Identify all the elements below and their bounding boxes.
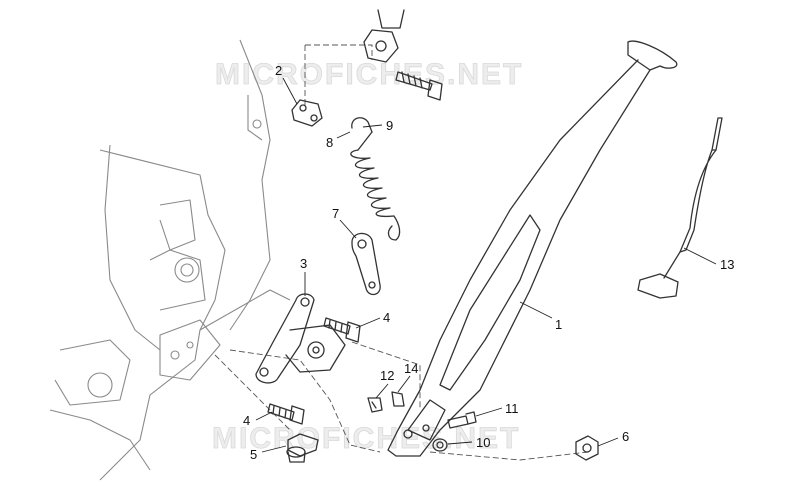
upper-rod-and-bolt: [363, 9, 443, 101]
part-4-bolt-upper: [323, 317, 361, 343]
callouts: 2 9 8 7 3 4 1 13 4 5 12 14 11 10 6: [243, 63, 734, 462]
part-10-washer: [432, 438, 448, 452]
frame-outline: [49, 39, 291, 481]
part-1-side-stand: [387, 40, 678, 457]
watermark-top: MICROFICHES.NET: [215, 58, 523, 91]
callout-11: 11: [505, 401, 519, 416]
callout-9: 9: [386, 118, 393, 133]
part-5-pin: [286, 433, 319, 463]
callout-7: 7: [332, 206, 339, 221]
part-11-screw: [447, 411, 477, 429]
part-6-nut: [575, 435, 599, 461]
callout-6: 6: [622, 429, 629, 444]
watermark-bottom: MICROFICHES.NET: [212, 422, 520, 455]
callout-4-upper: 4: [383, 310, 390, 325]
part-2-bracket: [291, 99, 323, 127]
callout-3: 3: [300, 256, 307, 271]
callout-5: 5: [250, 447, 257, 462]
callout-4-lower: 4: [243, 413, 250, 428]
part-12-bolt: [367, 397, 383, 413]
part-13-tool: [637, 117, 723, 299]
callout-8: 8: [326, 135, 333, 150]
part-9-spring: [350, 117, 401, 241]
leader-lines: [255, 77, 717, 453]
part-4-bolt-lower: [267, 403, 305, 425]
callout-12: 12: [380, 368, 394, 383]
part-14-spacer: [391, 391, 405, 407]
callout-1: 1: [555, 317, 562, 332]
callout-13: 13: [720, 257, 734, 272]
part-7-link: [351, 232, 381, 296]
callout-2: 2: [275, 63, 282, 78]
part-3-bracket: [255, 293, 346, 384]
assembly-guides: [214, 44, 589, 461]
callout-10: 10: [476, 435, 490, 450]
callout-14: 14: [404, 361, 418, 376]
